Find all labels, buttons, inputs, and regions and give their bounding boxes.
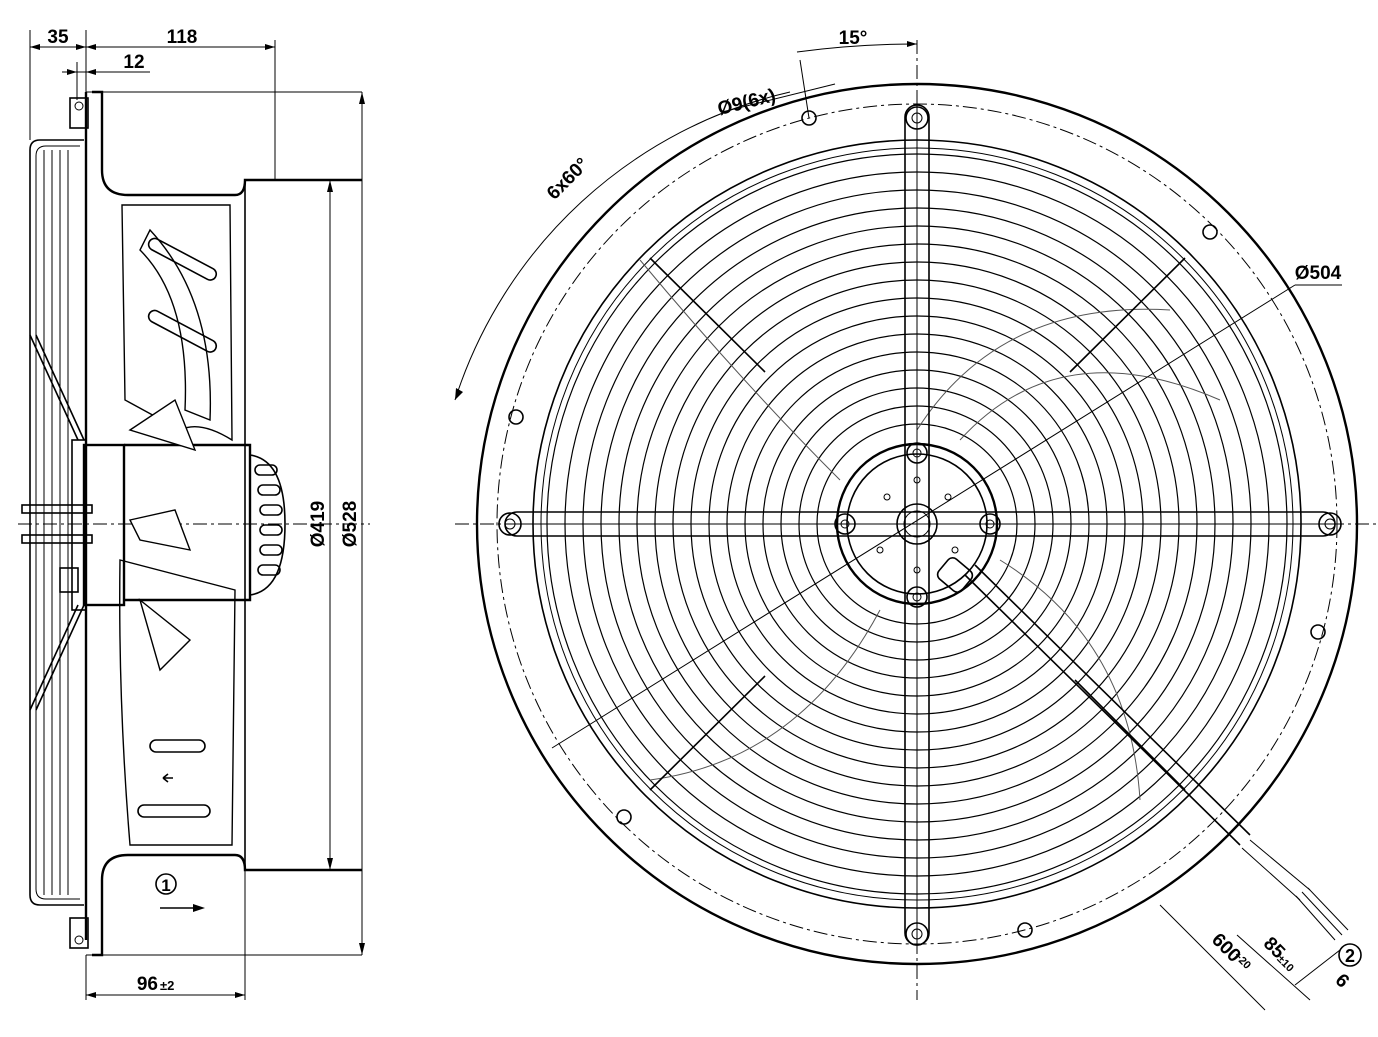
- dim-arrow: [327, 858, 333, 870]
- dim-line-504: [551, 284, 1296, 749]
- strut-screws: [498, 106, 1342, 946]
- airflow-marker-label: 1: [161, 876, 170, 895]
- dim-label-96-tol: ±2: [160, 978, 174, 993]
- dim-leader-holes: [721, 83, 836, 113]
- front-view: 15° Ø9(6x) 6x60° Ø504 600 +20 85 ±10 6 2: [454, 28, 1378, 1011]
- dim-arrow: [359, 92, 365, 104]
- mounting-hole: [1202, 224, 1218, 240]
- dim-label-118: 118: [167, 27, 198, 48]
- dim-arrow: [455, 388, 463, 400]
- dim-label-528: Ø528: [340, 501, 361, 547]
- side-view: 35 118 12: [18, 27, 370, 1000]
- dim-label-419: Ø419: [308, 501, 329, 547]
- dim-line-6: [1294, 949, 1341, 986]
- dim-arrow: [67, 69, 77, 75]
- mounting-plate-outer: [475, 82, 1359, 966]
- dim-arrow: [86, 44, 96, 50]
- mounting-hole: [801, 110, 817, 126]
- mounting-hole: [616, 809, 632, 825]
- dim-arrow: [86, 69, 96, 75]
- cable-marker-label: 2: [1345, 946, 1355, 966]
- mounting-holes: [508, 110, 1326, 938]
- dim-arrow: [30, 44, 40, 50]
- mounting-hole: [1310, 624, 1326, 640]
- dim-arrow: [235, 992, 245, 998]
- dim-label-15deg: 15°: [839, 28, 868, 49]
- dim-label-504: Ø504: [1295, 263, 1342, 284]
- motor-hub-front: [835, 442, 999, 606]
- guard-struts: [504, 104, 1336, 946]
- dim-arrow: [86, 992, 96, 998]
- airflow-arrow-head: [193, 904, 205, 912]
- motor-side: [71, 398, 286, 672]
- airflow-marker-circle: [155, 873, 177, 895]
- dim-arrow: [76, 44, 86, 50]
- impeller-front: [639, 259, 1221, 801]
- dim-arc-15: [796, 43, 918, 53]
- dim-line-600: [1159, 904, 1266, 1011]
- dim-label-6: 6: [1331, 970, 1353, 992]
- dim-ext-line: [799, 59, 810, 119]
- dim-arrow: [327, 180, 333, 192]
- dim-label-holes: Ø9(6x): [715, 85, 777, 120]
- dim-arrow: [907, 41, 917, 47]
- mounting-hole: [1017, 922, 1033, 938]
- mounting-hole: [508, 409, 524, 425]
- dim-line-85: [1236, 934, 1311, 1001]
- cable-marker-circle: [1338, 943, 1362, 967]
- dim-label-35: 35: [47, 27, 69, 48]
- dim-arc-6x60: [454, 91, 791, 401]
- guard-grille-side: [21, 139, 93, 906]
- dim-arrow: [359, 943, 365, 955]
- cable: [964, 564, 1349, 941]
- dim-arrow: [265, 44, 275, 50]
- dim-label-96: 96: [137, 974, 158, 995]
- dim-label-6x60: 6x60°: [543, 154, 593, 204]
- dim-label-12: 12: [123, 52, 144, 73]
